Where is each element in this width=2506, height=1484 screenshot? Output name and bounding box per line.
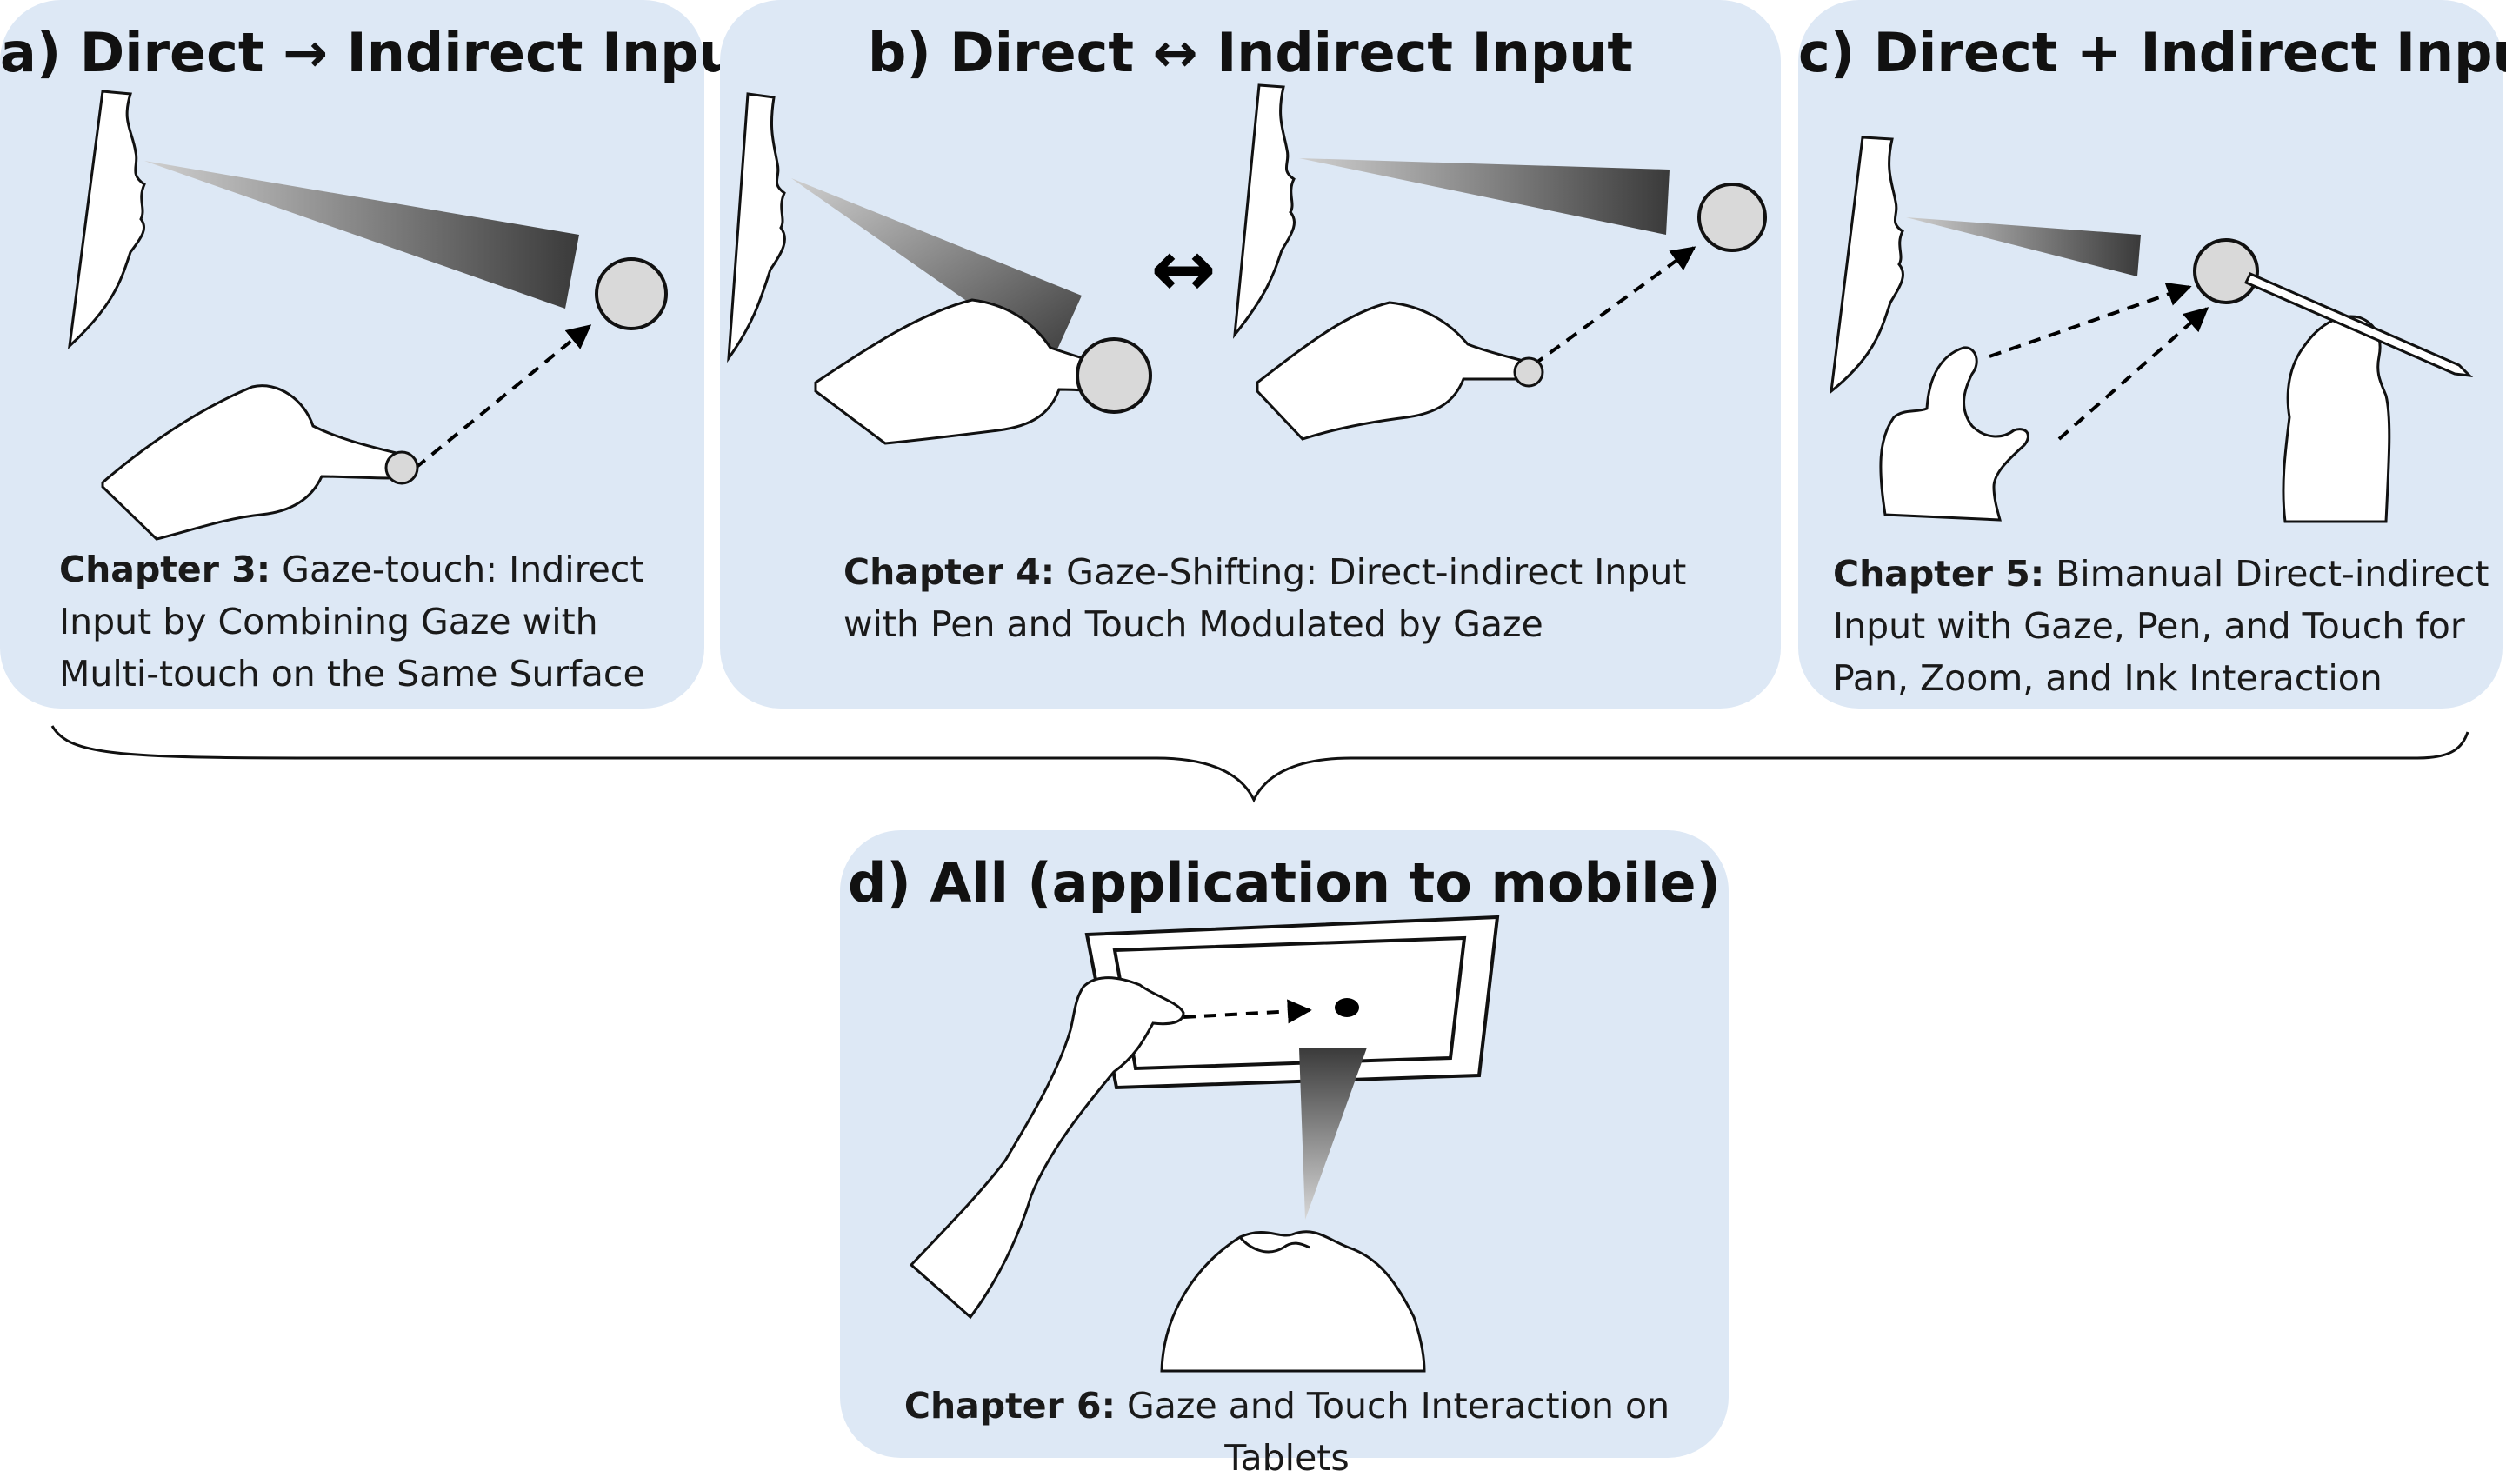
- panel-d-caption: Chapter 6: Gaze and Touch Interaction on…: [852, 1380, 1722, 1484]
- pen-holding-hand: [2282, 315, 2391, 523]
- caption-text: Bimanual Direct-indirect Input with Gaze…: [1833, 553, 2489, 699]
- hair-line: [1238, 1236, 1310, 1254]
- chapter-label: Chapter 3:: [59, 549, 271, 590]
- double-arrow-icon: ↔: [1152, 21, 1198, 84]
- gaze-point: [1335, 998, 1359, 1017]
- gaze-cone: [144, 161, 579, 309]
- panel-c-caption: Chapter 5: Bimanual Direct-indirect Inpu…: [1833, 548, 2494, 704]
- head-top: [1160, 1230, 1426, 1373]
- panel-c-title: c) Direct + Indirect Input: [1798, 21, 2506, 84]
- dashed-arrow-upper: [1989, 283, 2192, 358]
- caption-text: Gaze and Touch Interaction on Tablets: [1127, 1385, 1670, 1479]
- panel-direct-to-indirect: a) Direct → Indirect Input Chapter 3: Ga…: [0, 0, 763, 709]
- panel-a-title-left: a) Direct: [0, 21, 264, 84]
- gaze-cone: [1906, 217, 2141, 276]
- panel-b-illustration: ↔: [727, 83, 1767, 445]
- panel-direct-indirect-switch: b) Direct ↔ Indirect Input ↔ Chapter 4: …: [720, 0, 1781, 709]
- panel-mobile-application: d) All (application to mobile) Chapter 6…: [840, 830, 1729, 1479]
- dashed-arrow: [1183, 999, 1312, 1024]
- panel-d-illustration: [909, 915, 1500, 1373]
- panel-b-caption: Chapter 4: Gaze-Shifting: Direct-indirec…: [843, 546, 1765, 650]
- holding-hand: [909, 976, 1185, 1320]
- direct-touch-target: [1076, 337, 1152, 414]
- gaze-target: [595, 257, 668, 330]
- dashed-arrow-lower: [2057, 307, 2209, 441]
- face-profile: [67, 90, 146, 349]
- panel-b-title: b) Direct ↔ Indirect Input: [720, 19, 1781, 87]
- panel-d-title: d) All (application to mobile): [848, 851, 1721, 915]
- panel-a-title: a) Direct → Indirect Input: [0, 19, 763, 87]
- chapter-label: Chapter 5:: [1833, 553, 2045, 595]
- panel-b-title-right: Indirect Input: [1216, 21, 1633, 84]
- pinching-hand: [1879, 346, 2029, 522]
- panel-b-title-left: b) Direct: [868, 21, 1135, 84]
- caption-text: Gaze-touch: Indirect Input by Combining …: [59, 549, 645, 695]
- chapter-label: Chapter 6:: [903, 1385, 1116, 1427]
- panel-a-title-right: Indirect Input: [346, 21, 763, 84]
- face-profile-left: [727, 92, 786, 363]
- face-profile-right: [1233, 83, 1296, 339]
- indirect-touch-point: [1513, 356, 1544, 388]
- panel-c-illustration: [1830, 136, 2474, 523]
- dashed-arrow: [414, 324, 592, 469]
- indirect-target: [1697, 183, 1767, 252]
- gaze-target: [2193, 238, 2259, 304]
- panel-a-caption: Chapter 3: Gaze-touch: Indirect Input by…: [59, 543, 703, 700]
- caption-text: Gaze-Shifting: Direct-indirect Input wit…: [843, 551, 1687, 645]
- panel-direct-plus-indirect: c) Direct + Indirect Input Chapter 5: Bi…: [1798, 0, 2506, 709]
- touch-point: [384, 450, 419, 485]
- pen: [2243, 272, 2474, 377]
- gaze-cone: [1299, 1048, 1367, 1220]
- chapter-label: Chapter 4:: [843, 551, 1056, 593]
- panel-a-illustration: [67, 90, 668, 541]
- switch-arrow-icon: ↔: [1150, 223, 1216, 315]
- gaze-cone-right: [1299, 158, 1670, 235]
- curly-brace: [50, 725, 2469, 803]
- face-profile: [1830, 136, 1904, 395]
- right-arrow-icon: →: [283, 21, 329, 84]
